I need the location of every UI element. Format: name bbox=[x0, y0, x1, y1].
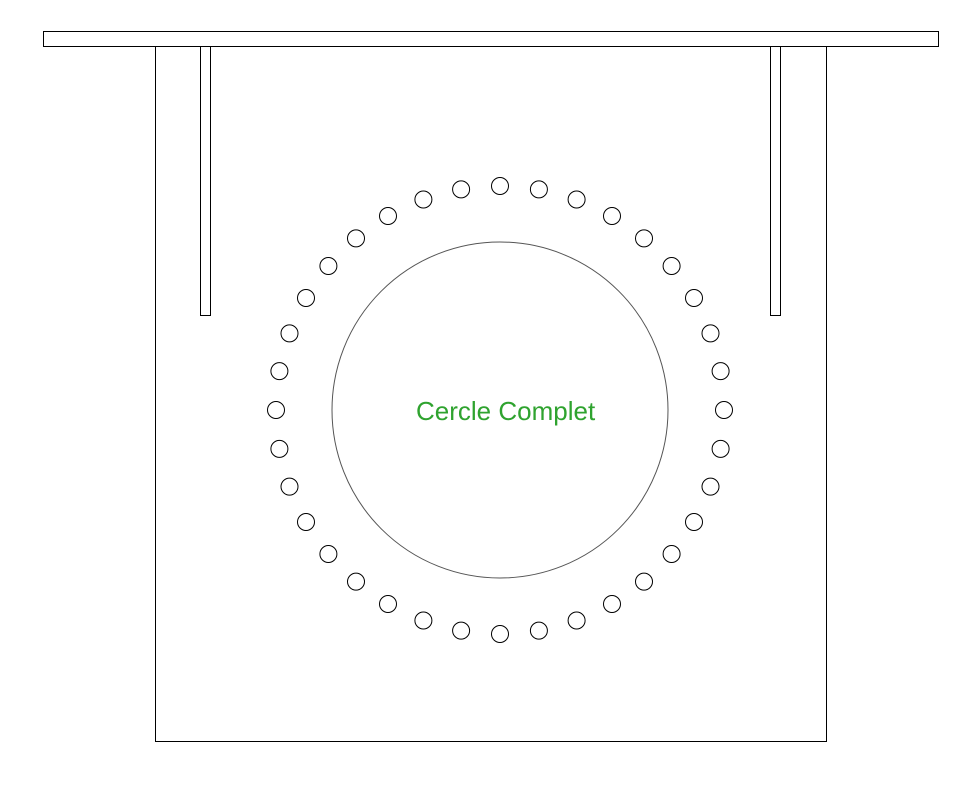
bolt-hole bbox=[711, 439, 730, 458]
bolt-hole bbox=[270, 362, 289, 381]
center-label: Cercle Complet bbox=[416, 396, 596, 426]
central-circle bbox=[331, 241, 669, 579]
bolt-hole bbox=[280, 477, 299, 496]
bolt-hole bbox=[662, 545, 681, 563]
bolt-hole bbox=[270, 439, 289, 458]
bolt-hole-ring bbox=[267, 177, 733, 643]
bolt-hole bbox=[715, 401, 733, 419]
bolt-hole bbox=[297, 513, 315, 531]
bolt-hole bbox=[491, 625, 509, 643]
bolt-hole bbox=[347, 572, 365, 591]
bolt-hole bbox=[297, 289, 315, 307]
bolt-hole bbox=[685, 513, 703, 531]
bolt-hole bbox=[567, 611, 586, 630]
bolt-hole bbox=[280, 324, 299, 343]
left-support-rod bbox=[200, 46, 211, 316]
bolt-hole bbox=[379, 207, 397, 225]
bolt-hole bbox=[662, 257, 681, 275]
bolt-hole bbox=[603, 595, 621, 613]
bolt-hole bbox=[701, 324, 720, 343]
top-plate bbox=[43, 31, 939, 47]
bolt-hole bbox=[635, 229, 653, 248]
bolt-hole bbox=[635, 572, 653, 591]
bolt-hole bbox=[414, 611, 433, 630]
bolt-hole bbox=[347, 229, 365, 248]
right-support-rod bbox=[770, 46, 781, 316]
bolt-hole bbox=[267, 401, 285, 419]
bolt-hole bbox=[319, 257, 338, 275]
bolt-hole bbox=[685, 289, 703, 307]
bolt-hole bbox=[711, 362, 730, 381]
bolt-hole bbox=[567, 190, 586, 209]
bolt-hole bbox=[452, 621, 471, 640]
bolt-hole bbox=[529, 180, 548, 199]
bolt-hole bbox=[491, 177, 509, 195]
main-body-outline bbox=[155, 46, 827, 742]
bolt-hole bbox=[452, 180, 471, 199]
bolt-hole bbox=[379, 595, 397, 613]
bolt-hole bbox=[603, 207, 621, 225]
bolt-hole bbox=[414, 190, 433, 209]
bolt-hole bbox=[701, 477, 720, 496]
bolt-hole bbox=[319, 545, 338, 563]
bolt-hole bbox=[529, 621, 548, 640]
